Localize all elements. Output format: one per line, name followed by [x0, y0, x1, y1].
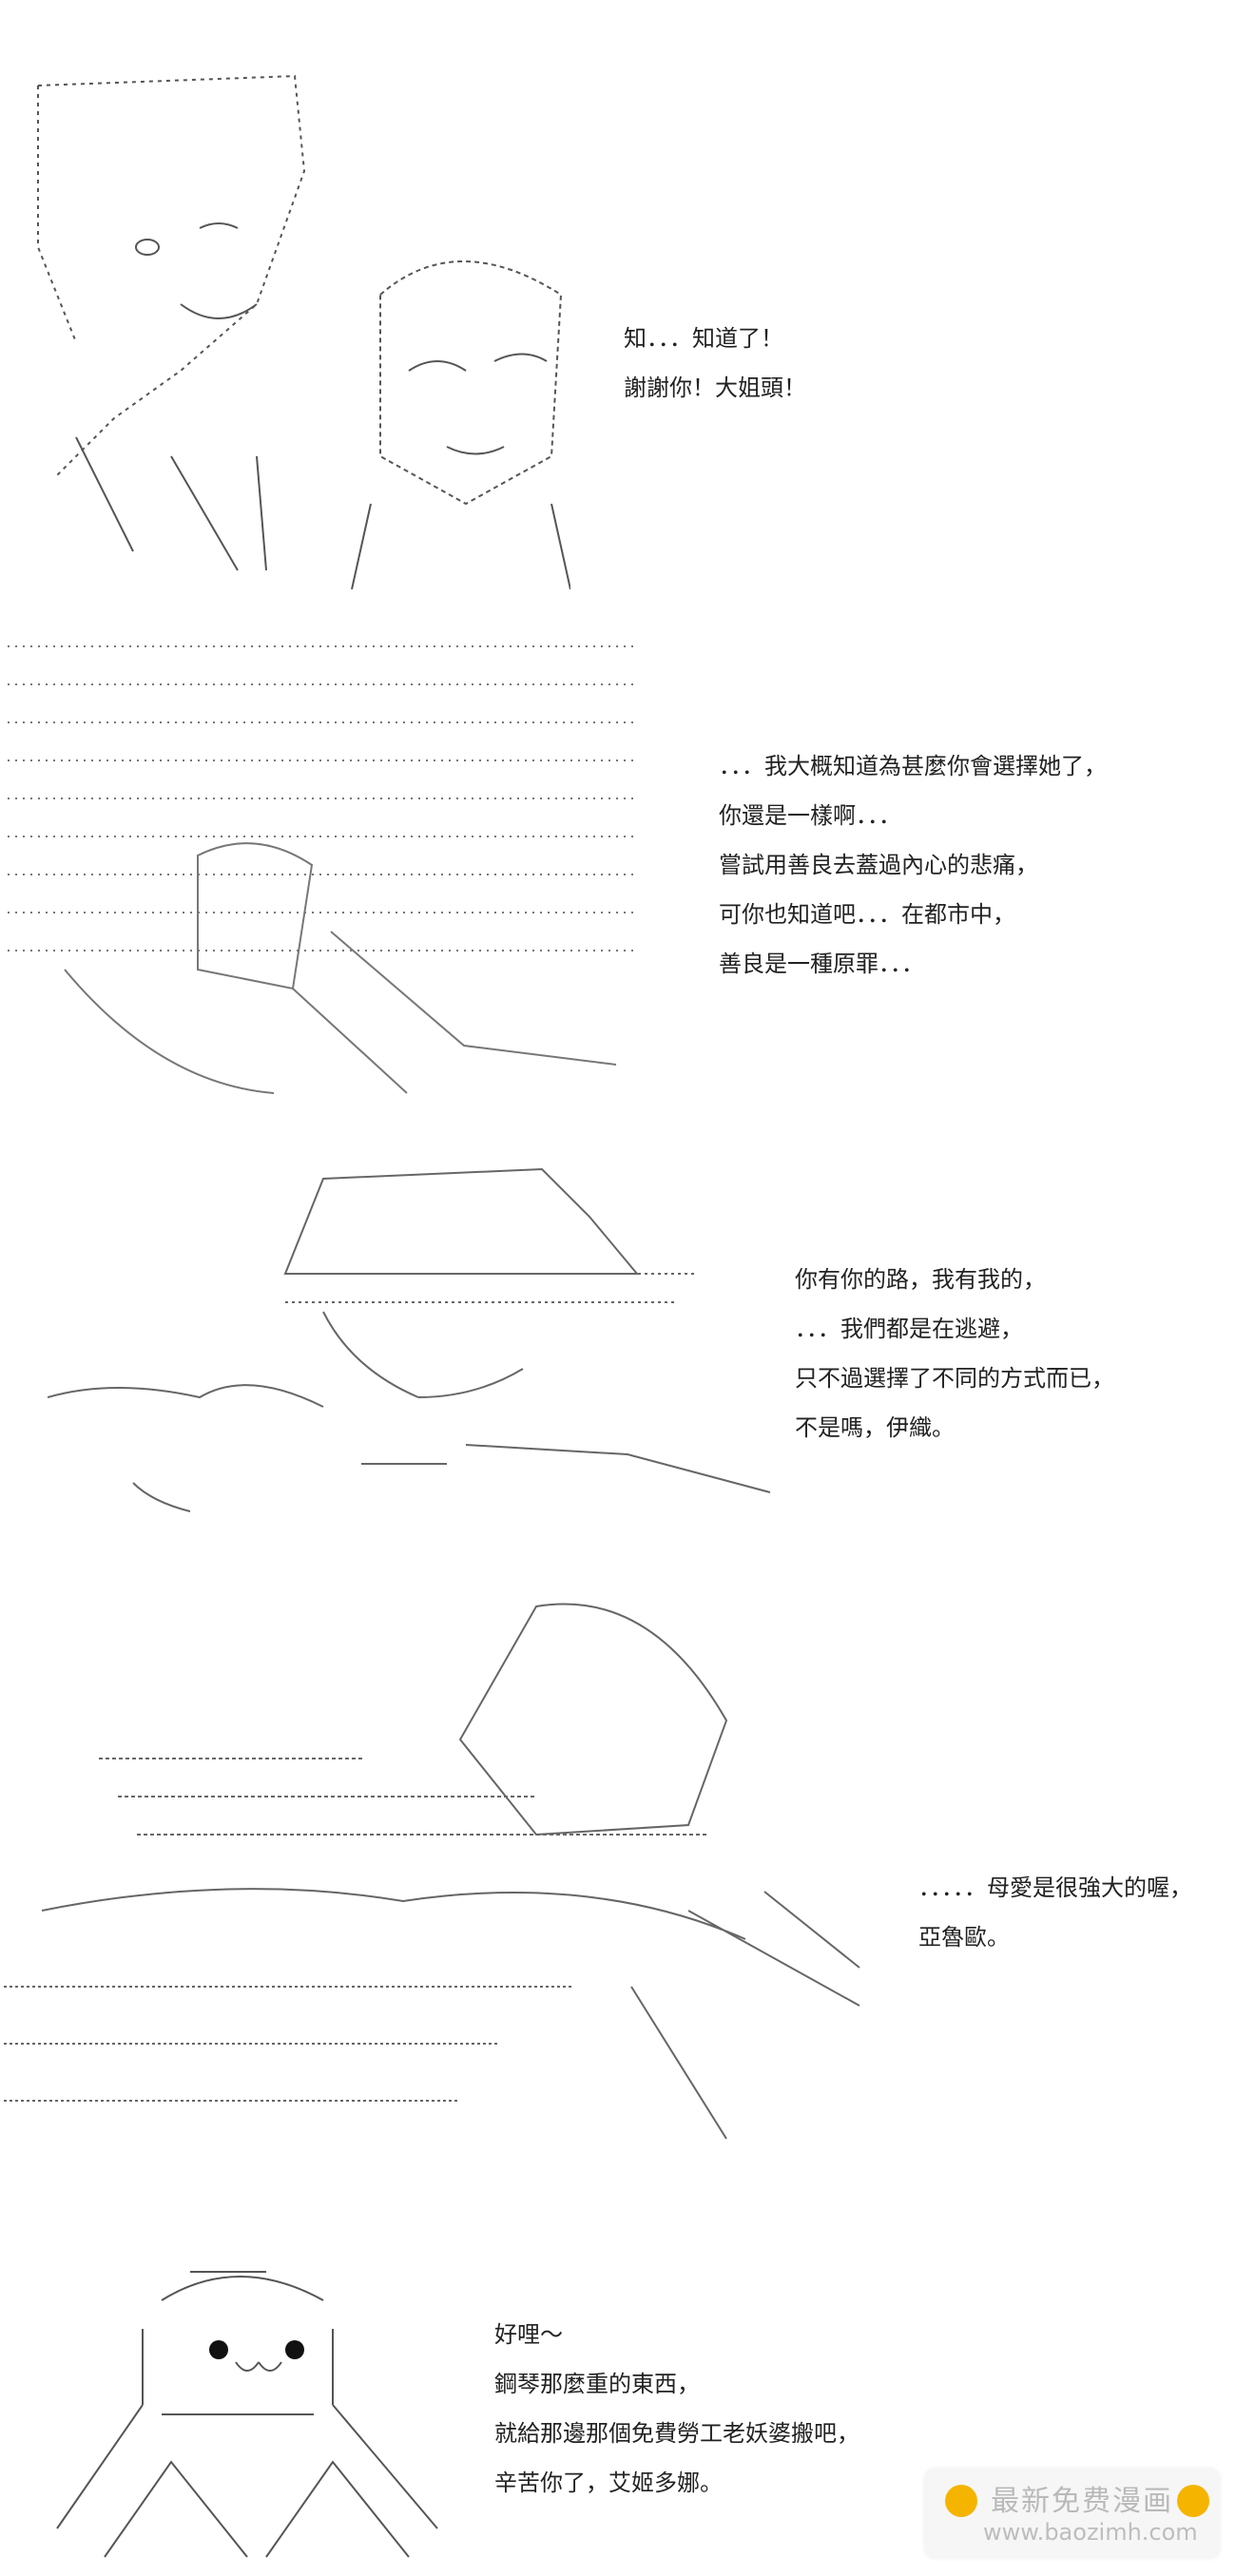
panel-2: ．．．我大概知道為甚麼你會選擇她了， 你還是一樣啊．．． 嘗試用善良去蓋過內心的… [0, 618, 1236, 1150]
dialogue-line: 鋼琴那麼重的東西， [494, 2371, 700, 2397]
ascii-art-cute-creature [19, 2243, 456, 2566]
panel-3: 你有你的路，我有我的， ．．．我們都是在逃避， 只不過選擇了不同的方式而已， 不… [0, 1160, 1236, 1559]
dialogue-line: 你還是一樣啊．．． [719, 802, 901, 829]
dialogue-line: 可你也知道吧．．．在都市中， [719, 901, 1015, 928]
dialogue-line: 你有你的路，我有我的， [795, 1266, 1046, 1293]
dialogue-panel-2: ．．．我大概知道為甚麼你會選擇她了， 你還是一樣啊．．． 嘗試用善良去蓋過內心的… [719, 741, 1107, 989]
dialogue-line: 只不過選擇了不同的方式而已， [795, 1365, 1114, 1392]
dialogue-line: 就給那邊那個免費勞工老妖婆搬吧， [494, 2420, 859, 2447]
dialogue-panel-3: 你有你的路，我有我的， ．．．我們都是在逃避， 只不過選擇了不同的方式而已， 不… [795, 1255, 1114, 1452]
dialogue-line: 謝謝你！大姐頭！ [624, 375, 806, 401]
ascii-art-mother-figure [4, 1587, 907, 2215]
pointing-hand-icon [1177, 2485, 1209, 2517]
dialogue-line: 不是嗎，伊織。 [795, 1414, 955, 1441]
ascii-art-leaning-figure [8, 627, 635, 1122]
ascii-art-two-figures [19, 57, 570, 589]
ascii-art-hat-figure [48, 1160, 780, 1540]
watermark-title: 最新免费漫画 [991, 2485, 1173, 2518]
dialogue-line: 辛苦你了，艾姬多娜。 [494, 2470, 723, 2496]
dialogue-panel-1: 知．．．知道了！ 謝謝你！大姐頭！ [624, 314, 806, 413]
watermark-url: www.baozimh.com [983, 2519, 1198, 2546]
site-watermark: 最新免费漫画 www.baozimh.com [924, 2468, 1221, 2559]
panel-1: 知．．．知道了！ 謝謝你！大姐頭！ [0, 0, 1236, 599]
dialogue-line: 嘗試用善良去蓋過內心的悲痛， [719, 852, 1038, 878]
pointing-hand-icon [945, 2485, 977, 2517]
dialogue-line: 好哩～ [494, 2321, 563, 2348]
dialogue-panel-4: ．．．．．母愛是很強大的喔， 亞魯歐。 [918, 1863, 1192, 1962]
dialogue-line: 亞魯歐。 [918, 1924, 1010, 1951]
dialogue-line: 知．．．知道了！ [624, 325, 783, 352]
dialogue-line: ．．．我大概知道為甚麼你會選擇她了， [719, 753, 1107, 779]
panel-5: 好哩～ 鋼琴那麼重的東西， 就給那邊那個免費勞工老妖婆搬吧， 辛苦你了，艾姬多娜… [0, 2243, 1236, 2576]
panel-4: ．．．．．母愛是很強大的喔， 亞魯歐。 [0, 1578, 1236, 2234]
dialogue-line: 善良是一種原罪．．． [719, 951, 924, 977]
dialogue-panel-5: 好哩～ 鋼琴那麼重的東西， 就給那邊那個免費勞工老妖婆搬吧， 辛苦你了，艾姬多娜… [494, 2310, 859, 2508]
dialogue-line: ．．．我們都是在逃避， [795, 1316, 1023, 1342]
dialogue-line: ．．．．．母愛是很強大的喔， [918, 1874, 1192, 1901]
